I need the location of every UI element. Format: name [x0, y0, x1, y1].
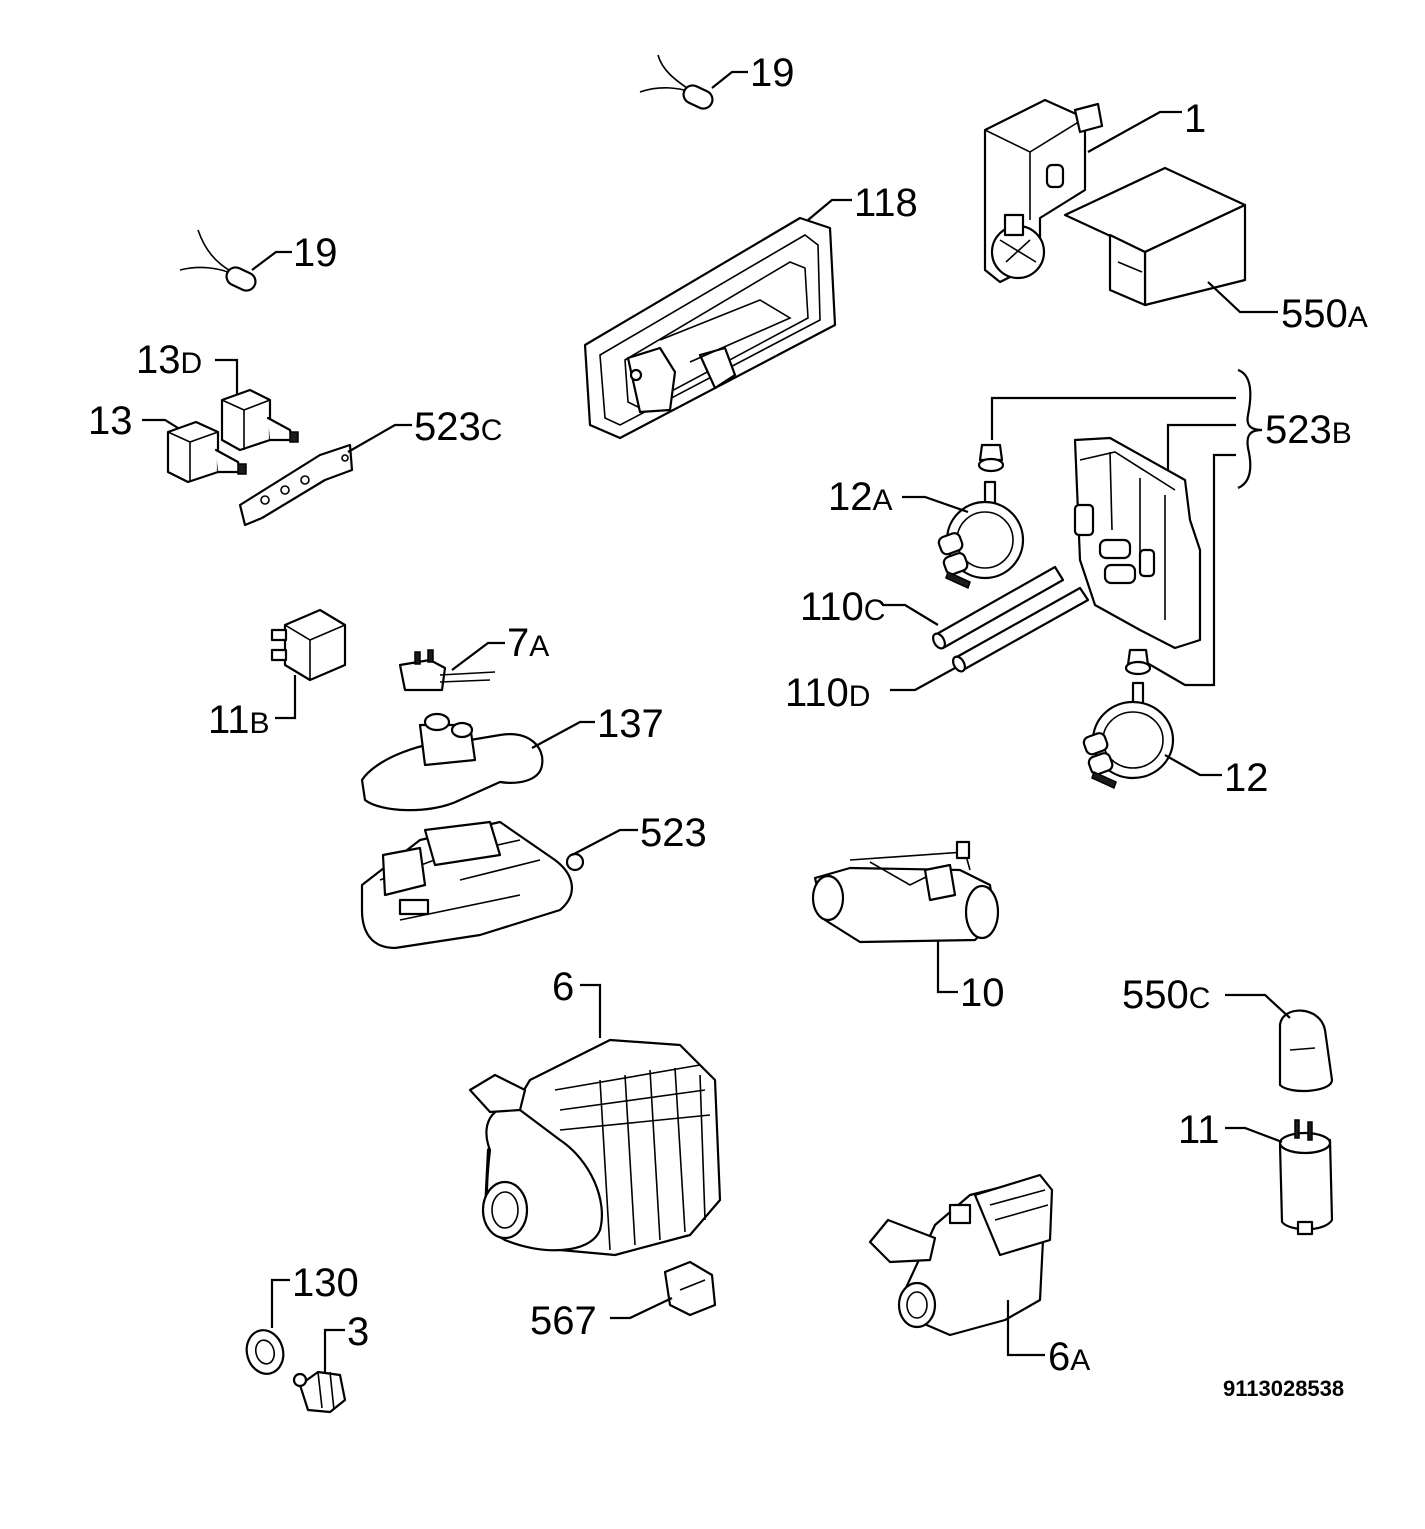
- label-137: 137: [597, 702, 664, 746]
- leader-110D: [890, 667, 956, 692]
- label-19-left: 19: [293, 231, 338, 275]
- label-523: 523: [640, 811, 707, 855]
- label-6: 6: [552, 965, 574, 1009]
- label-11B: 11B: [208, 698, 270, 742]
- leader-523B-b: [1166, 423, 1236, 475]
- label-11: 11: [1178, 1108, 1220, 1152]
- part-130-seal: [245, 1329, 285, 1375]
- part-6-motor: [468, 1038, 722, 1257]
- leader-130: [270, 1278, 290, 1328]
- part-110D-hose: [952, 586, 1090, 673]
- part-12-pressure-switch: [1082, 681, 1175, 790]
- leader-19-top: [711, 70, 748, 89]
- part-13-switch: [166, 420, 247, 484]
- label-550A: 550A: [1281, 292, 1368, 336]
- leader-567: [610, 1297, 673, 1320]
- leader-550C: [1225, 993, 1291, 1019]
- leader-13D: [215, 358, 239, 395]
- leader-1: [1087, 110, 1182, 153]
- leader-12: [1164, 754, 1222, 777]
- label-523B: 523B: [1265, 408, 1352, 452]
- leader-118: [807, 198, 852, 221]
- part-137-cover: [360, 712, 544, 812]
- part-567-clip: [663, 1260, 717, 1317]
- label-13D: 13D: [136, 338, 202, 382]
- part-550C-cap: [1278, 1009, 1334, 1093]
- part-118-panel: [583, 216, 837, 440]
- leader-12A: [902, 495, 969, 514]
- label-12A: 12A: [828, 475, 893, 519]
- part-523B-small-cap-bottom: [1124, 648, 1152, 676]
- part-19-top: [639, 54, 714, 110]
- part-550A-box: [1063, 166, 1247, 307]
- label-7A: 7A: [507, 621, 549, 665]
- leader-137: [531, 720, 595, 749]
- part-3-plug: [292, 1370, 347, 1414]
- leader-523C: [347, 423, 412, 453]
- leader-13: [142, 418, 179, 429]
- part-7A-clip: [398, 649, 496, 692]
- label-110C: 110C: [800, 585, 885, 629]
- leader-110C: [882, 603, 939, 626]
- label-12: 12: [1224, 756, 1269, 800]
- label-13: 13: [88, 399, 133, 443]
- label-10: 10: [960, 971, 1005, 1015]
- leader-550A: [1207, 281, 1278, 314]
- part-1-timer: [983, 98, 1104, 284]
- label-6A: 6A: [1048, 1335, 1090, 1379]
- leader-523B-c: [1141, 453, 1236, 687]
- label-3: 3: [347, 1310, 369, 1354]
- part-523-base: [360, 820, 585, 950]
- label-130: 130: [292, 1261, 359, 1305]
- leader-7A: [451, 641, 505, 671]
- part-13D-switch: [220, 388, 299, 452]
- brace-523B: [1237, 368, 1263, 490]
- label-110D: 110D: [785, 671, 870, 715]
- leader-3: [323, 1328, 345, 1372]
- label-1: 1: [1184, 97, 1206, 141]
- label-550C: 550C: [1122, 973, 1210, 1017]
- label-523C: 523C: [414, 405, 502, 449]
- leader-523B-a: [990, 396, 1236, 440]
- part-11B-relay: [270, 608, 347, 682]
- label-567: 567: [530, 1299, 597, 1343]
- part-10-heater: [811, 840, 1000, 944]
- part-523B-small-cap-top: [977, 443, 1005, 473]
- leader-11: [1225, 1126, 1283, 1144]
- label-19-top: 19: [750, 51, 795, 95]
- leader-11B: [275, 675, 297, 720]
- part-523C-bracket: [238, 443, 354, 527]
- drawing-number: 9113028538: [1223, 1376, 1344, 1401]
- label-118: 118: [854, 181, 918, 225]
- leader-19-left: [251, 250, 292, 271]
- part-6A-drain-pump: [868, 1173, 1054, 1337]
- part-110C-hose: [932, 565, 1065, 650]
- part-19-left: [179, 229, 257, 292]
- leader-10: [936, 940, 958, 994]
- part-523B-holder: [1073, 436, 1202, 650]
- part-12A-pressure-switch: [937, 480, 1025, 590]
- leader-6: [580, 983, 602, 1038]
- leader-6A: [1006, 1300, 1045, 1357]
- leader-523: [571, 828, 638, 856]
- part-11-capacitor: [1278, 1119, 1334, 1236]
